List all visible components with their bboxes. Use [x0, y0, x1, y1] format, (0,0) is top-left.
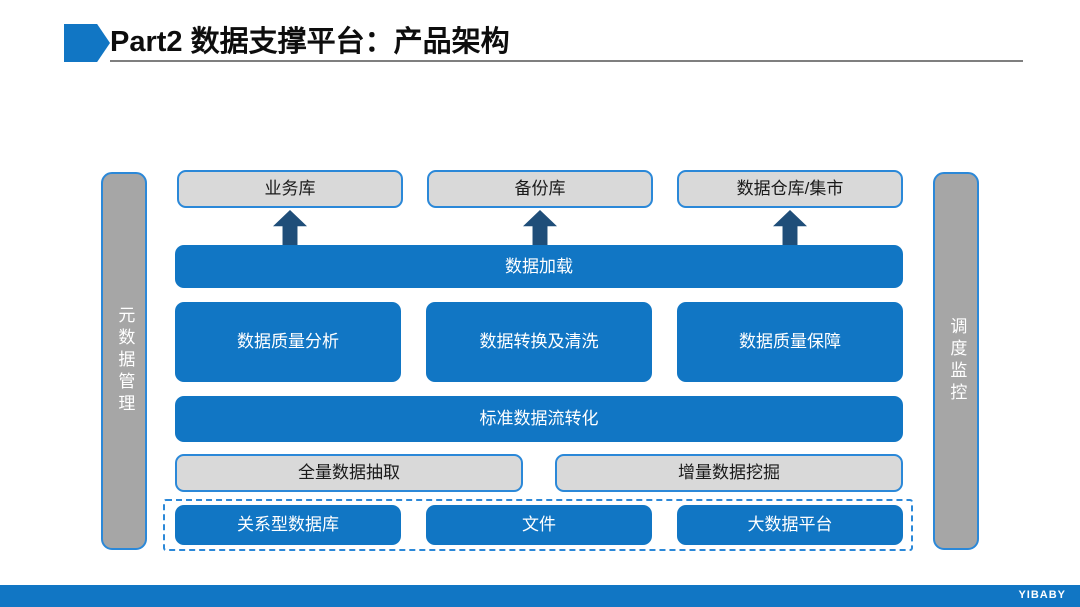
process-box-transform-clean[interactable]: 数据转换及清洗	[426, 302, 652, 382]
pillar-schedule-monitoring[interactable]: 调度监控	[933, 172, 979, 550]
slide-header: Part2 数据支撑平台：产品架构	[0, 0, 1080, 90]
target-box-backup-db[interactable]: 备份库	[427, 170, 653, 208]
page-title: Part2 数据支撑平台：产品架构	[110, 26, 510, 58]
extraction-box-full-extract[interactable]: 全量数据抽取	[175, 454, 523, 492]
data-source-group	[163, 499, 913, 551]
title-underline	[110, 60, 1023, 62]
target-box-business-db[interactable]: 业务库	[177, 170, 403, 208]
arrow-up-icon	[523, 210, 557, 246]
process-box-quality-analysis[interactable]: 数据质量分析	[175, 302, 401, 382]
layer-data-loading[interactable]: 数据加载	[175, 245, 903, 288]
process-box-quality-assurance[interactable]: 数据质量保障	[677, 302, 903, 382]
arrow-up-icon	[273, 210, 307, 246]
extraction-box-incremental-mining[interactable]: 增量数据挖掘	[555, 454, 903, 492]
target-box-data-warehouse[interactable]: 数据仓库/集市	[677, 170, 903, 208]
footer-bar: YIBABY	[0, 585, 1080, 607]
arrow-up-icon	[773, 210, 807, 246]
pillar-metadata-management[interactable]: 元数据管理	[101, 172, 147, 550]
layer-standard-data-flow[interactable]: 标准数据流转化	[175, 396, 903, 442]
source-box-relational-db[interactable]: 关系型数据库	[175, 505, 401, 545]
source-box-files[interactable]: 文件	[426, 505, 652, 545]
architecture-diagram: 元数据管理 调度监控 业务库 备份库 数据仓库/集市 数据加载 数据质量分析 数…	[101, 170, 979, 551]
footer-brand-logo: YIBABY	[1018, 589, 1066, 601]
source-box-big-data-platform[interactable]: 大数据平台	[677, 505, 903, 545]
